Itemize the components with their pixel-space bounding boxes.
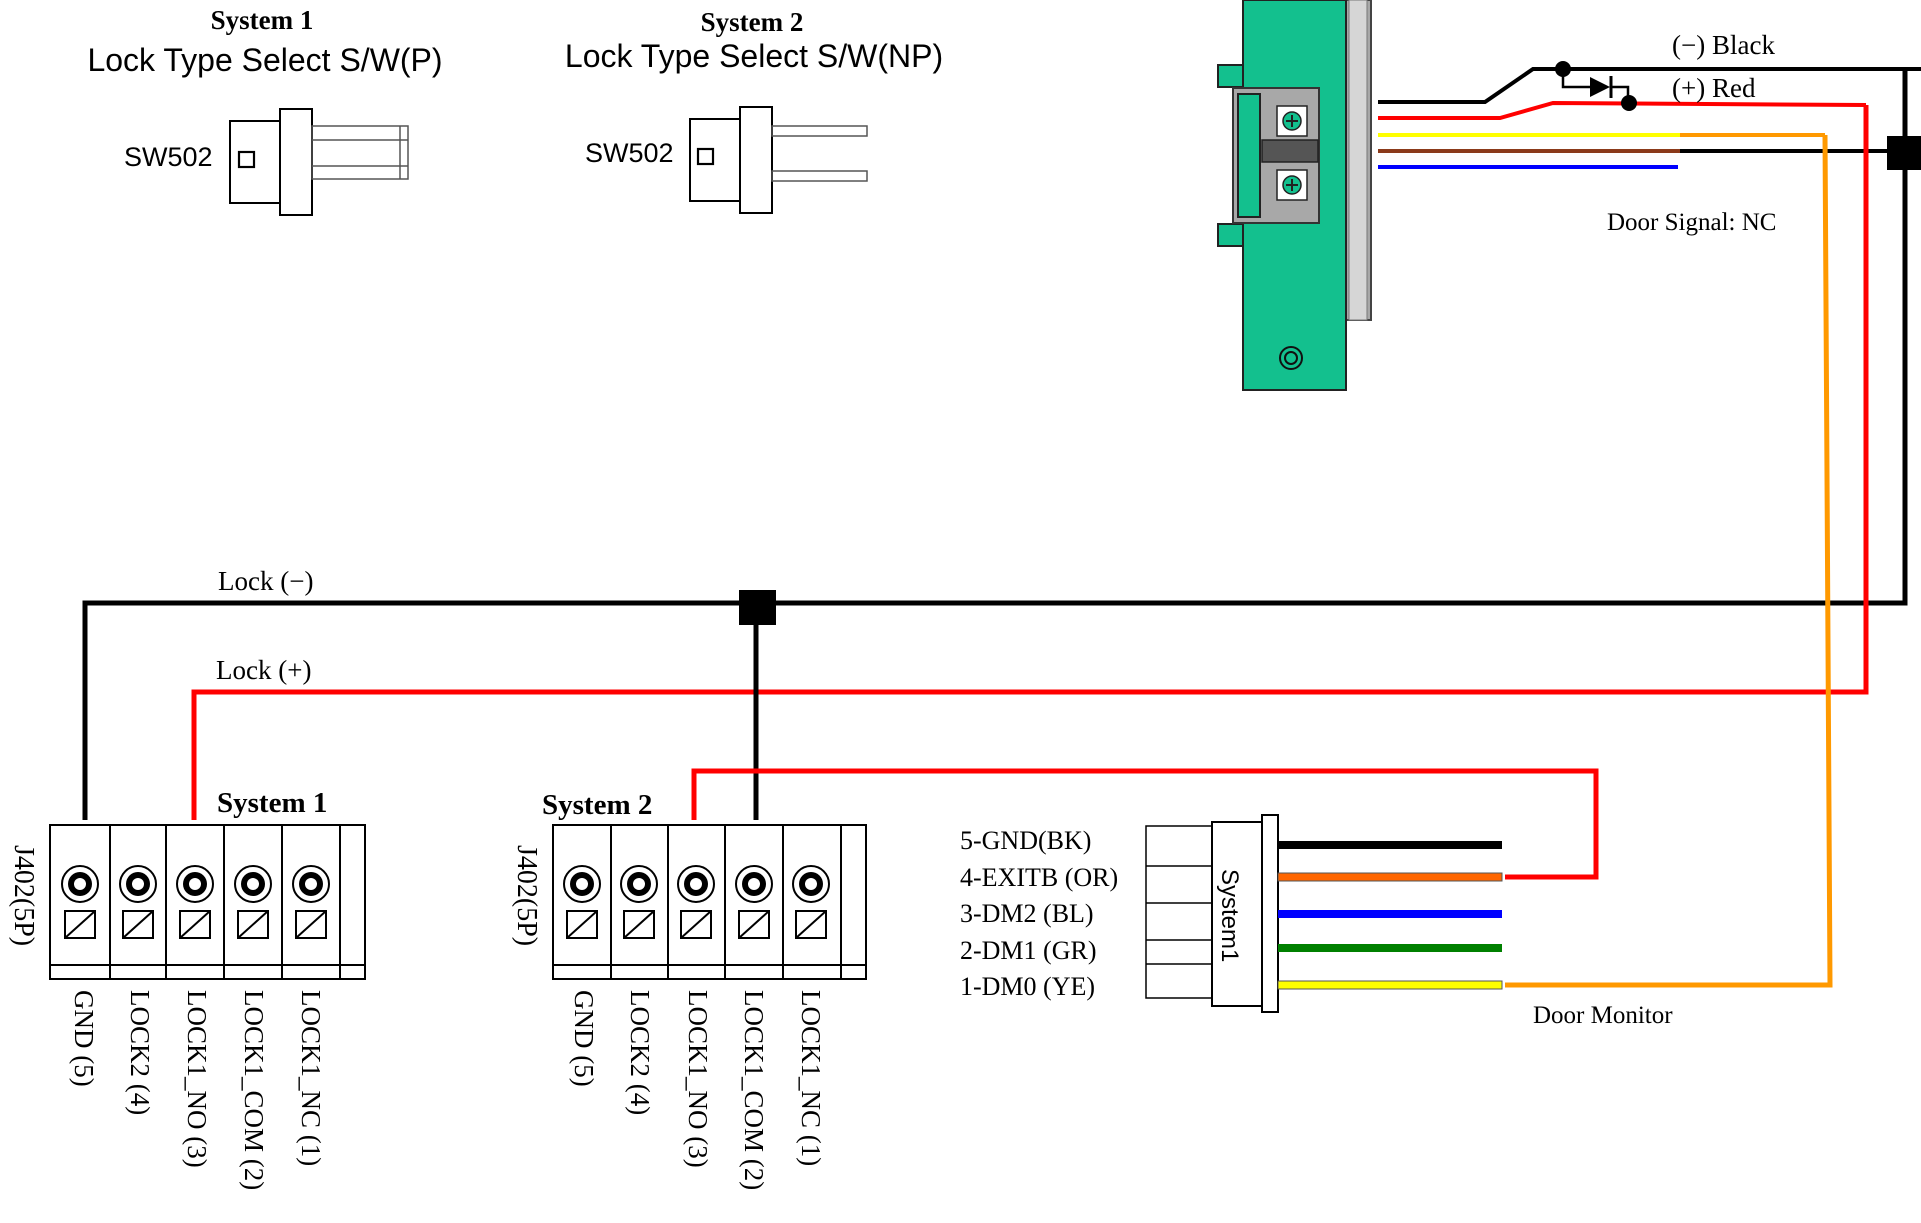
connector-wires bbox=[1277, 841, 1503, 990]
label-red-wire: (+) Red bbox=[1672, 73, 1756, 103]
trunk-wires bbox=[82, 69, 1908, 988]
terminal-screws bbox=[61, 865, 330, 939]
connector-housing bbox=[1145, 825, 1213, 999]
terminal-screws bbox=[563, 865, 830, 939]
pin-label-dm1: 2-DM1 (GR) bbox=[960, 936, 1097, 965]
pin-label-lock1-no: LOCK1_NO (3) bbox=[683, 990, 713, 1168]
pin-label-dm2: 3-DM2 (BL) bbox=[960, 899, 1094, 928]
pin-label-lock1-com: LOCK1_COM (2) bbox=[239, 990, 269, 1190]
junction-center bbox=[739, 590, 776, 625]
wire-dm2-bl bbox=[1278, 910, 1502, 918]
connector-label: J402(5P) bbox=[511, 845, 542, 946]
pin-label-lock2: LOCK2 (4) bbox=[625, 990, 655, 1115]
wire-gnd-bk bbox=[1278, 841, 1502, 849]
diode-icon bbox=[1555, 61, 1637, 111]
label-lock-minus: Lock (−) bbox=[218, 566, 313, 596]
wire-lock-plus bbox=[191, 105, 1869, 820]
terminal-block-system1: System 1 J402(5P) GND (5) LOCK2 (4) LOCK… bbox=[8, 787, 366, 1190]
label-door-signal: Door Signal: NC bbox=[1607, 209, 1776, 236]
wire-door-monitor bbox=[1505, 134, 1833, 988]
connector-label: J402(5P) bbox=[8, 845, 39, 946]
pin-label-gnd: GND (5) bbox=[69, 990, 99, 1087]
connector-label: System1 bbox=[1216, 869, 1243, 962]
wire-dm0-ye bbox=[1277, 980, 1503, 990]
switch-panel-system2: System 2 Lock Type Select S/W(NP) SW502 bbox=[565, 7, 943, 214]
label-black-wire: (−) Black bbox=[1672, 30, 1775, 60]
pin-label-lock1-nc: LOCK1_NC (1) bbox=[296, 990, 326, 1166]
junction-right bbox=[1887, 136, 1921, 170]
electric-lock-icon bbox=[1217, 0, 1372, 391]
pin-label-exitb: 4-EXITB (OR) bbox=[960, 863, 1118, 892]
switch-panel-system1: System 1 Lock Type Select S/W(P) SW502 bbox=[87, 5, 443, 216]
pin-label-lock1-no: LOCK1_NO (3) bbox=[182, 990, 212, 1168]
lock-strike bbox=[1237, 93, 1261, 218]
switch-np-icon bbox=[689, 106, 868, 214]
system1-connector: System1 5-GND(BK) 4-EXITB (OR) 3-DM2 (BL… bbox=[960, 814, 1673, 1029]
label-lock-plus: Lock (+) bbox=[216, 655, 311, 685]
connector-flange bbox=[1261, 814, 1279, 1013]
lock-tab-top bbox=[1217, 64, 1244, 88]
switch-label: SW502 bbox=[124, 142, 213, 172]
mount-hole-icon bbox=[1279, 346, 1303, 370]
pin-label-lock1-nc: LOCK1_NC (1) bbox=[796, 990, 826, 1166]
switch-panel-title: System 1 bbox=[211, 5, 314, 35]
switch-panel-title: System 2 bbox=[701, 7, 804, 37]
wire-exit-button bbox=[691, 768, 1599, 880]
wire-lock-minus-left bbox=[82, 600, 1030, 820]
terminal-block-title: System 2 bbox=[542, 789, 652, 821]
terminal-block-title: System 1 bbox=[217, 787, 327, 819]
lock-leads bbox=[1378, 67, 1921, 169]
switch-panel-subtitle: Lock Type Select S/W(NP) bbox=[565, 38, 943, 74]
lock-frame-edge bbox=[1348, 0, 1368, 321]
pin-label-lock2: LOCK2 (4) bbox=[125, 990, 155, 1115]
switch-p-icon bbox=[229, 108, 409, 216]
wire-lock-minus-right bbox=[1030, 69, 1908, 606]
pin-label-gnd: GND (5) bbox=[569, 990, 599, 1087]
pin-label-dm0: 1-DM0 (YE) bbox=[960, 972, 1095, 1001]
switch-label: SW502 bbox=[585, 138, 674, 168]
pin-label-lock1-com: LOCK1_COM (2) bbox=[739, 990, 769, 1190]
switch-panel-subtitle: Lock Type Select S/W(P) bbox=[87, 42, 442, 78]
label-door-monitor: Door Monitor bbox=[1533, 1002, 1673, 1029]
wire-red-lead bbox=[1378, 100, 1867, 120]
lock-tab-bottom bbox=[1217, 223, 1244, 247]
wire-black-lead bbox=[1378, 67, 1921, 104]
terminal-block-system2: System 2 J402(5P) GND (5) LOCK2 (4) LOCK… bbox=[511, 789, 867, 1190]
wire-exitb-or bbox=[1277, 872, 1503, 882]
wire-dm1-gr bbox=[1278, 944, 1502, 952]
pin-label-gnd: 5-GND(BK) bbox=[960, 826, 1091, 855]
lock-bolt bbox=[1261, 139, 1319, 163]
